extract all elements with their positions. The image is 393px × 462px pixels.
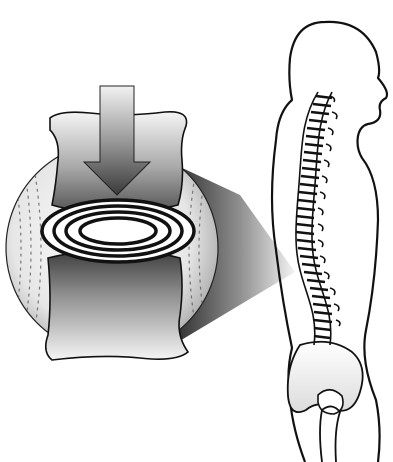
femur	[320, 406, 340, 462]
spinal-column	[296, 92, 340, 345]
intervertebral-disc	[42, 200, 194, 262]
lower-vertebra	[46, 250, 188, 360]
